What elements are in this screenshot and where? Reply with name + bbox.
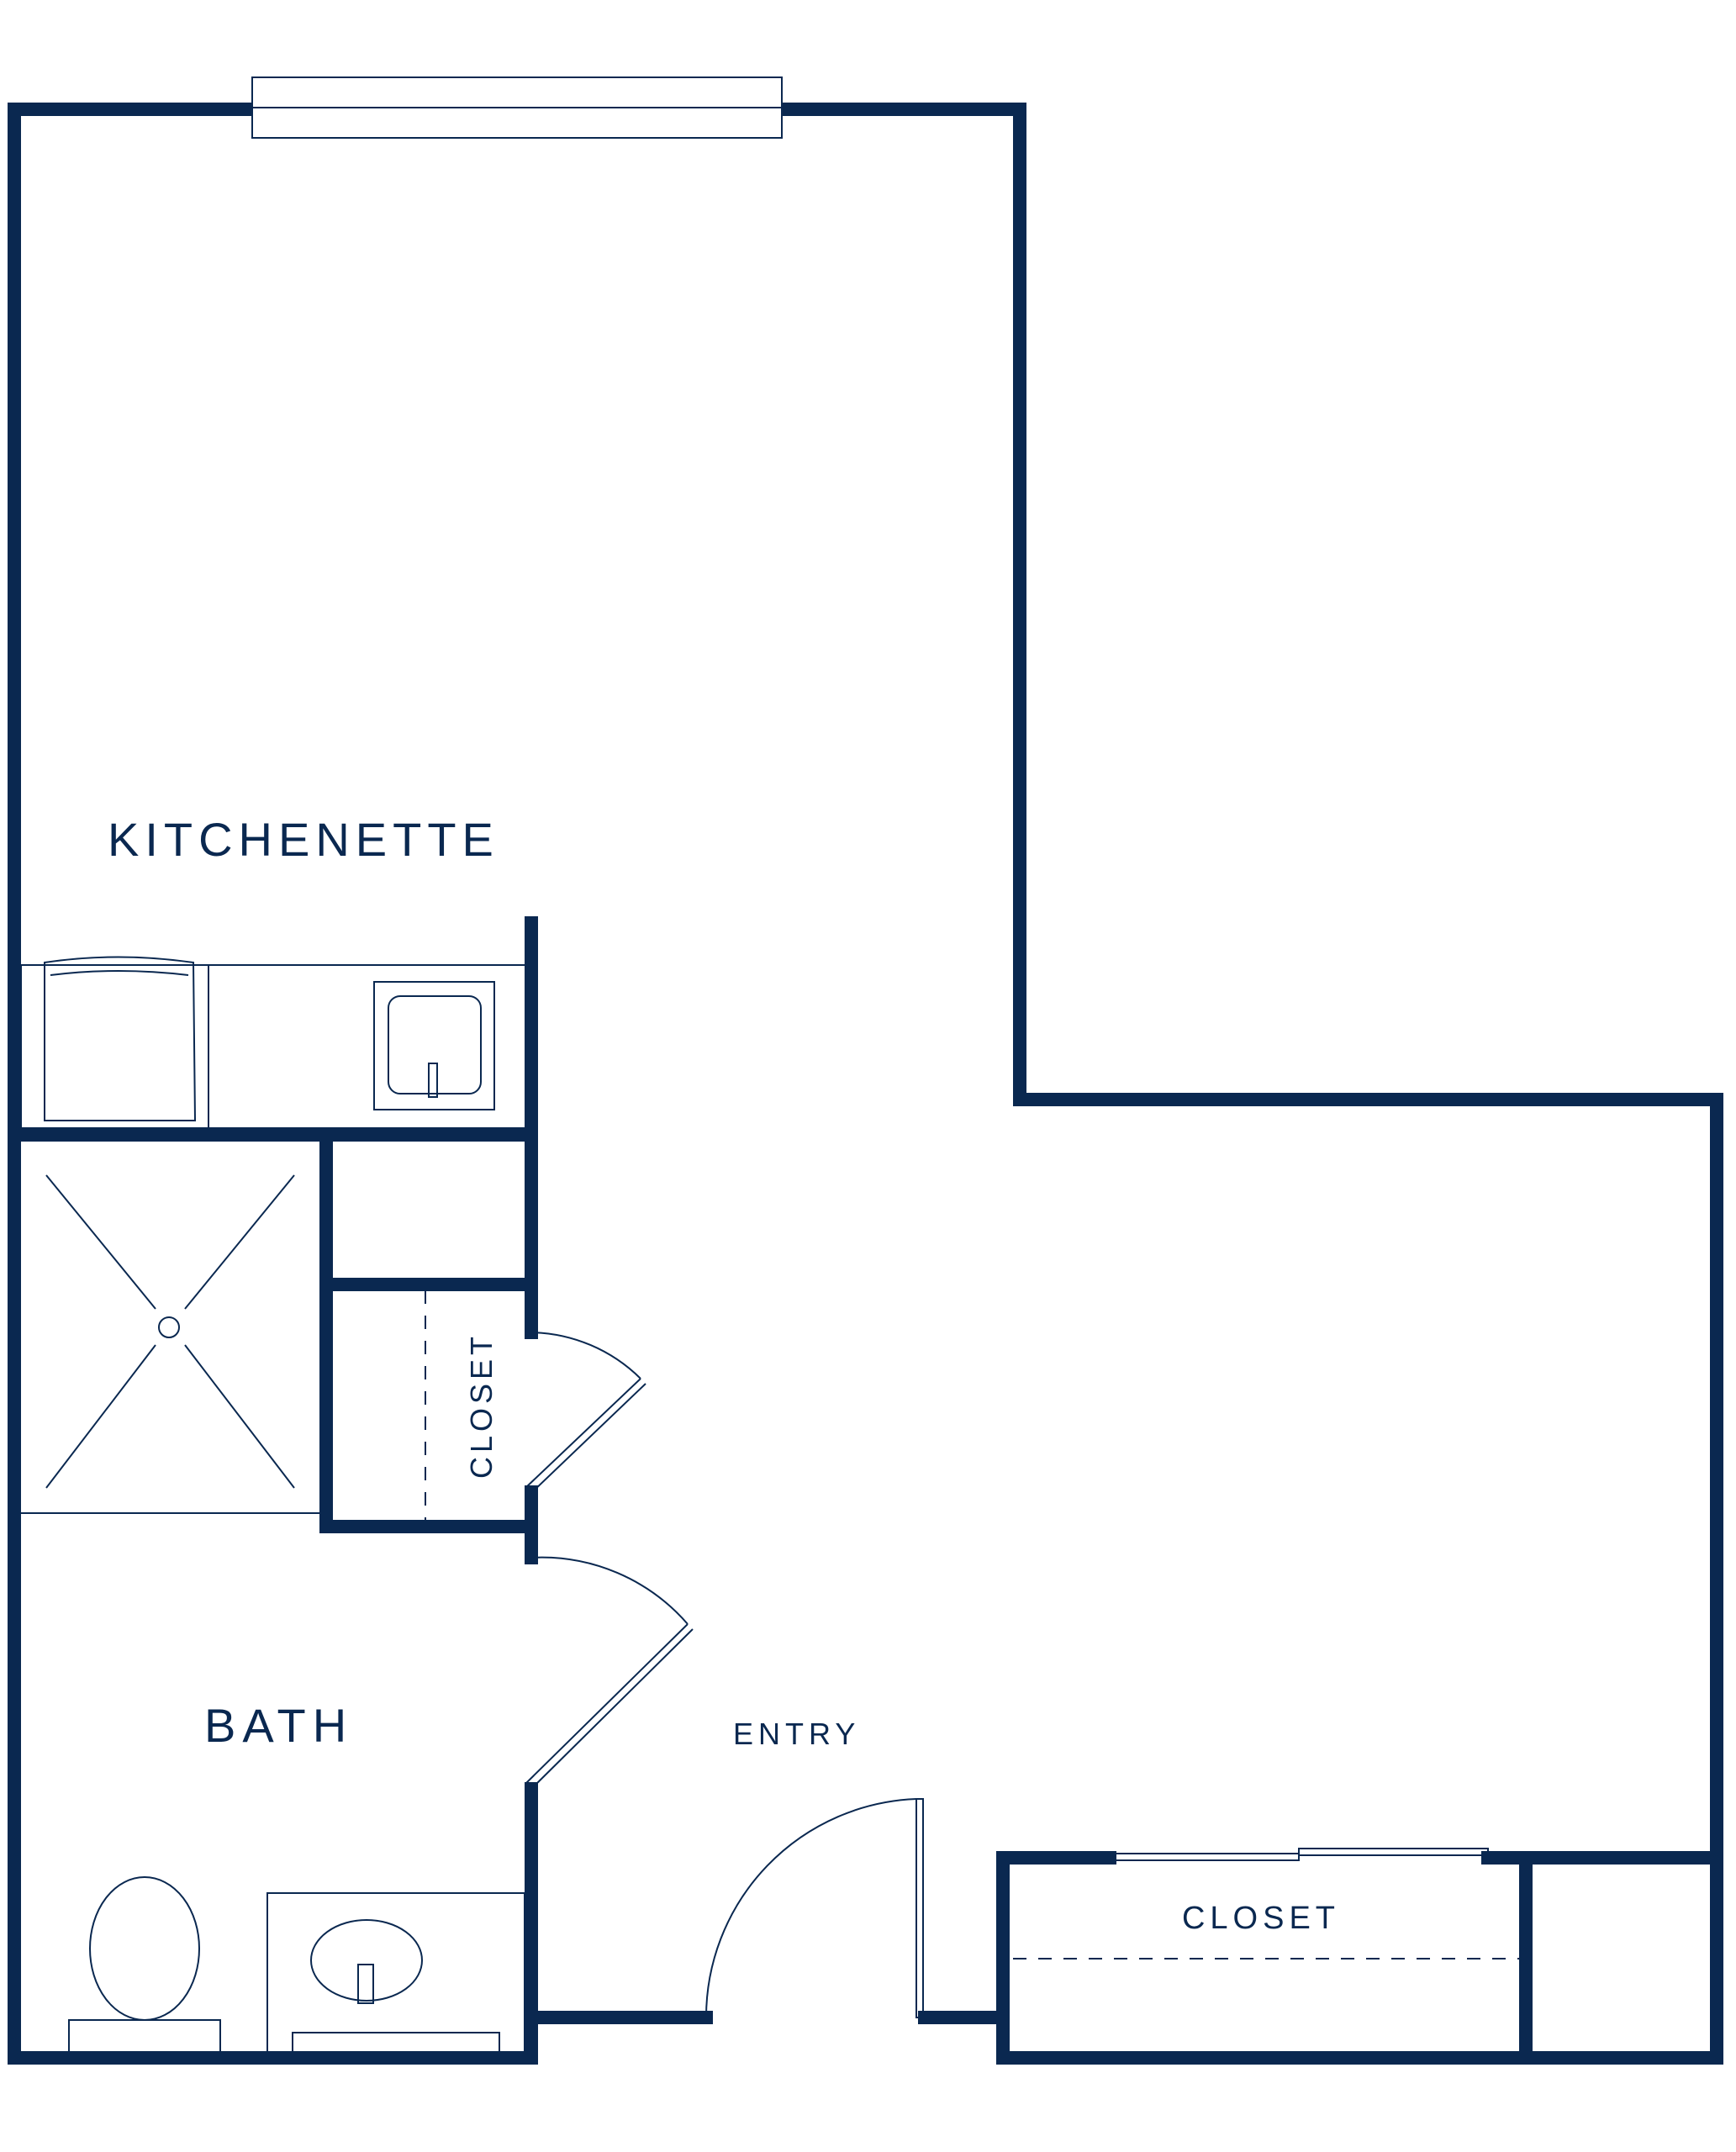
shower-icon [21,1174,319,1514]
swing-door-icon [525,1556,694,1790]
sliding-door-icon [1109,1848,1489,1861]
kitchen-sink-icon [373,981,495,1110]
range-icon [44,956,197,1121]
walls [8,103,1723,2065]
room-label-closet-small: CLOSET [464,1332,499,1479]
bath-sink-icon [266,1892,525,2054]
toilet-icon [68,1876,221,2054]
bifold-door-icon [525,1332,646,1494]
entry-door-icon [705,1798,924,2018]
room-label-bath: BATH [204,1699,353,1752]
room-label-kitchenette: KITCHENETTE [108,813,499,866]
room-label-closet-large: CLOSET [1182,1901,1340,1936]
kitchen-counter [20,964,526,1129]
window-icon [251,76,783,139]
room-label-entry: ENTRY [733,1717,860,1751]
